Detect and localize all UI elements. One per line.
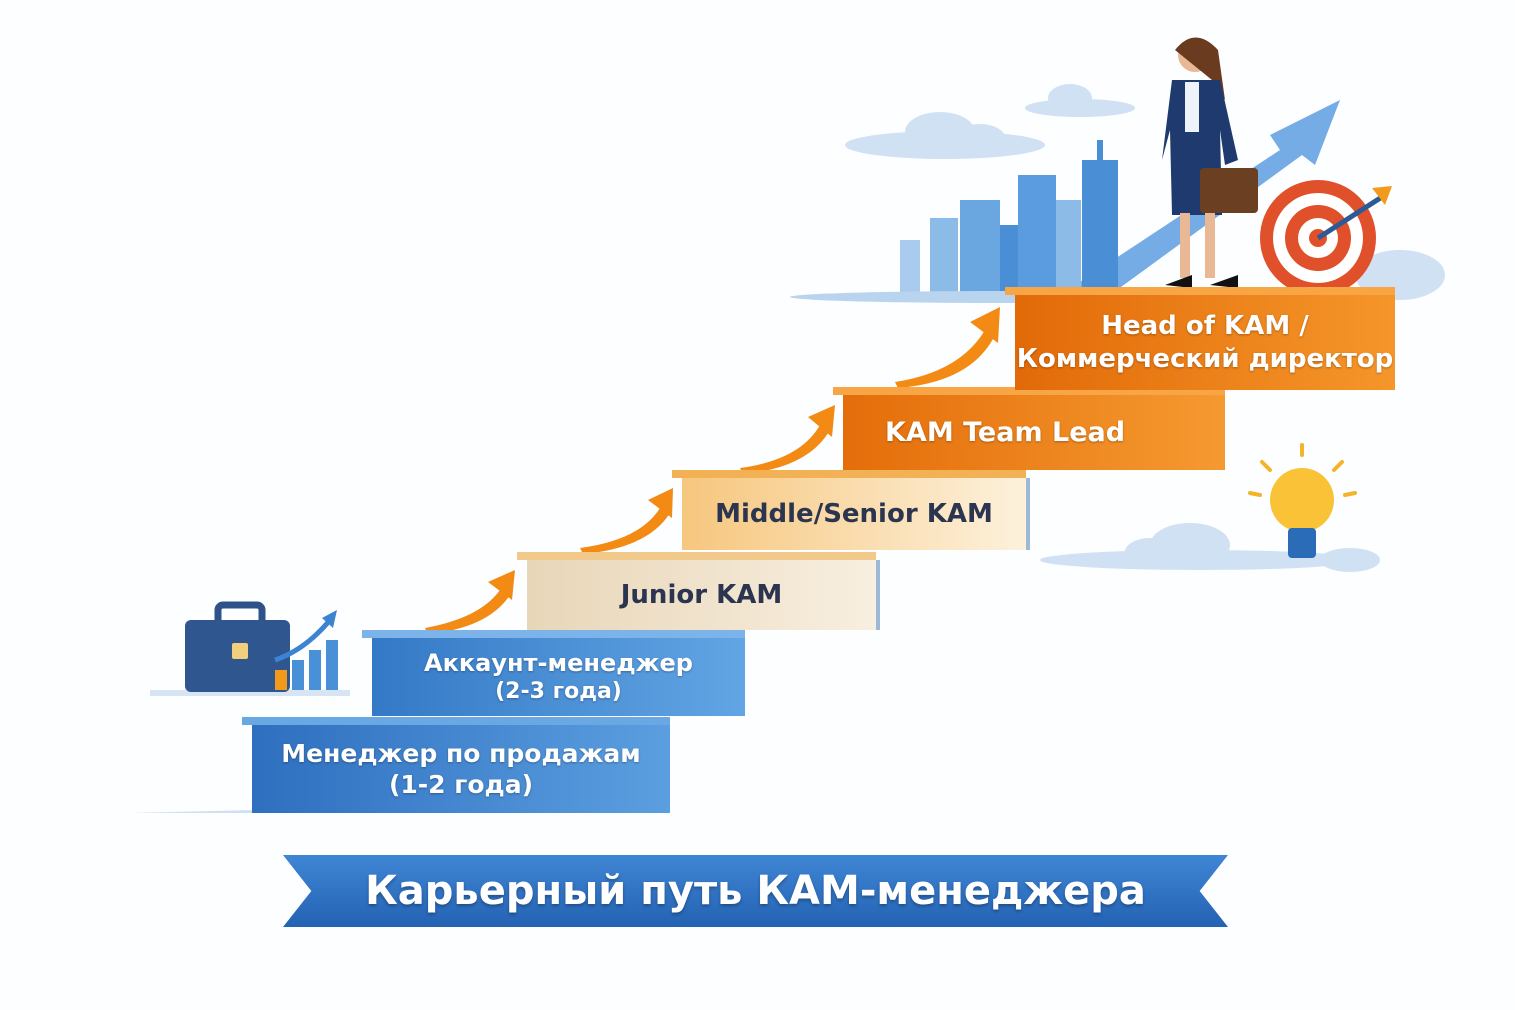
step-title: KAM Team Lead: [885, 416, 1126, 448]
step-duration: (1-2 года): [388, 770, 534, 799]
step-title: Middle/Senior KAM: [715, 498, 993, 529]
page-title: Карьерный путь КАМ-менеджера: [365, 868, 1146, 914]
step-title: Менеджер по продажам: [281, 738, 641, 768]
arrow-icon: [425, 570, 515, 634]
arrow-icon: [580, 488, 673, 554]
briefcase-icon: [1200, 168, 1258, 213]
arrow-icon: [895, 307, 1000, 388]
target-icon: [1260, 180, 1392, 296]
title-banner: Карьерный путь КАМ-менеджера: [283, 855, 1228, 927]
briefcase-chart-icon: [150, 601, 350, 696]
city-icon: [900, 140, 1118, 295]
step-subtitle: Коммерческий директор: [1016, 343, 1394, 374]
step-title: Head of KAM /: [1101, 311, 1309, 341]
step-head-of-kam: Head of KAM / Коммерческий директор: [1005, 287, 1395, 390]
growth-arrow-icon: [1060, 100, 1340, 295]
step-middle-senior-kam: Middle/Senior KAM: [672, 470, 1030, 550]
arrow-icon: [740, 405, 835, 474]
step-junior-kam: Junior KAM: [517, 552, 880, 630]
step-sales-manager: Менеджер по продажам (1-2 года): [242, 717, 670, 813]
step-kam-team-lead: KAM Team Lead: [833, 387, 1225, 470]
step-account-manager: Аккаунт-менеджер (2-3 года): [362, 630, 745, 716]
step-title: Аккаунт-менеджер: [424, 649, 693, 678]
step-arrows: [425, 307, 1000, 634]
step-title: Junior KAM: [620, 579, 783, 610]
businesswoman-figure: [1162, 37, 1258, 288]
lightbulb-icon: [1248, 443, 1357, 558]
step-duration: (2-3 года): [495, 679, 622, 705]
